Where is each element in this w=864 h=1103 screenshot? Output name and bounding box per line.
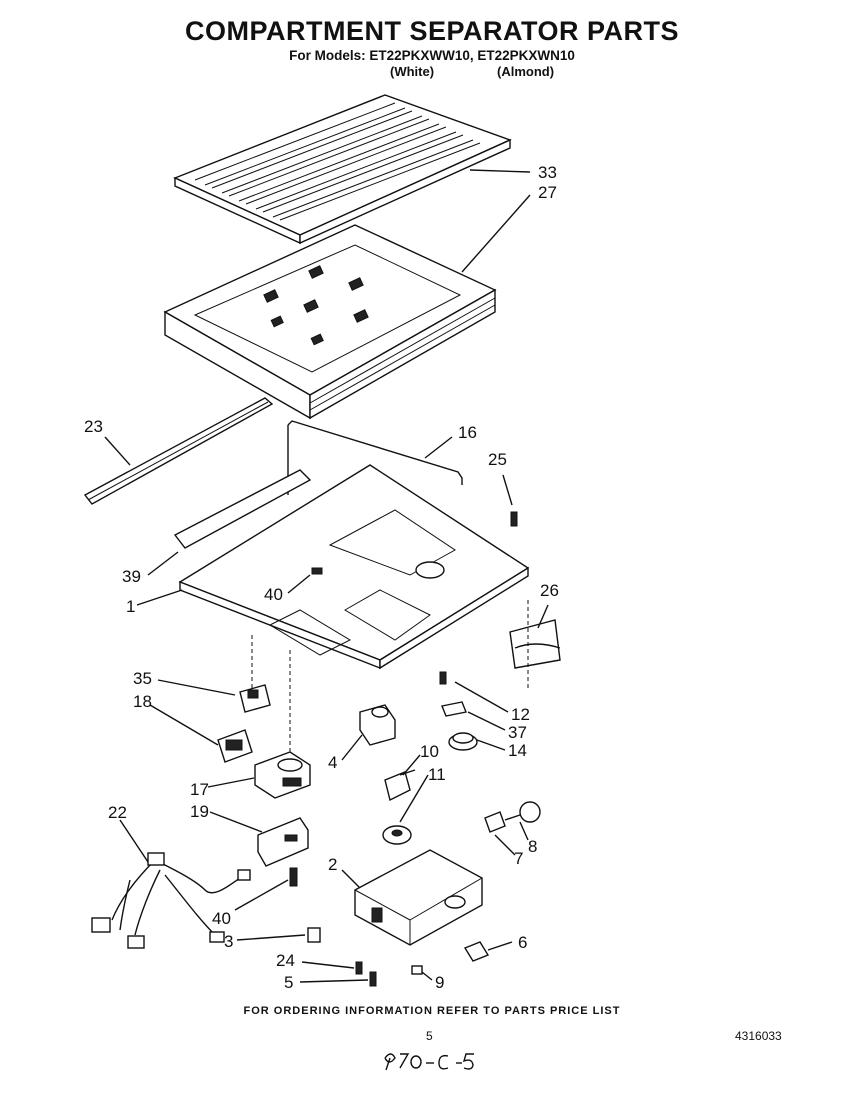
callout-27: 27 — [538, 183, 557, 202]
part-1-separator-base — [173, 464, 530, 670]
part-19-mounting-bracket — [257, 817, 309, 867]
callout-1: 1 — [126, 597, 135, 616]
callout-37: 37 — [508, 723, 527, 742]
callout-33: 33 — [538, 163, 557, 182]
part-8-light-bulb — [504, 801, 541, 823]
callout-25: 25 — [488, 450, 507, 469]
handwritten-note-870-c-5 — [384, 1053, 474, 1071]
part-40-screw-lower — [289, 867, 298, 887]
part-18-bezel — [217, 729, 253, 763]
part-23-trim-strip — [83, 397, 274, 505]
callout-3: 3 — [224, 932, 233, 951]
callout-35: 35 — [133, 669, 152, 688]
part-35-switch — [239, 684, 271, 713]
part-26-bracket — [509, 619, 561, 669]
part-7-lamp-socket — [484, 811, 506, 833]
part-22-wiring-harness — [91, 852, 251, 949]
part-12-screw — [439, 671, 447, 685]
part-5-screw — [369, 971, 377, 987]
callout-7: 7 — [514, 849, 523, 868]
callout-22: 22 — [108, 803, 127, 822]
callout-2: 2 — [328, 855, 337, 874]
callout-11: 11 — [428, 765, 446, 784]
color-almond-label: (Almond) — [497, 64, 555, 79]
callout-6: 6 — [518, 933, 527, 952]
part-9-grommet — [411, 965, 423, 975]
part-14-damper-knob — [448, 732, 478, 751]
callout-12: 12 — [511, 705, 530, 724]
callout-16: 16 — [458, 423, 477, 442]
part-6-connector — [463, 941, 490, 962]
callout-17: 17 — [190, 780, 209, 799]
callout-5: 5 — [284, 973, 293, 992]
callout-39: 39 — [122, 567, 141, 586]
callout-40-upper: 40 — [264, 585, 283, 604]
part-3-connector — [307, 927, 321, 943]
part-25-screw — [510, 511, 518, 527]
callout-18: 18 — [133, 692, 152, 711]
callout-8: 8 — [528, 837, 537, 856]
leader-lines — [104, 169, 549, 983]
callout-4: 4 — [328, 753, 337, 772]
page-title: COMPARTMENT SEPARATOR PARTS — [184, 16, 679, 46]
part-2-control-housing-base — [354, 849, 483, 946]
part-27-separator-frame — [163, 224, 497, 420]
callout-26: 26 — [540, 581, 559, 600]
ordering-info-text: FOR ORDERING INFORMATION REFER TO PARTS … — [243, 1005, 621, 1017]
part-40-screw-upper — [311, 567, 323, 575]
part-37-clip — [441, 701, 467, 717]
part-24-screw — [355, 961, 363, 975]
callout-24: 24 — [276, 951, 295, 970]
color-white-label: (White) — [390, 64, 435, 79]
callout-40-lower: 40 — [212, 909, 231, 928]
callout-14: 14 — [508, 741, 527, 760]
callout-19: 19 — [190, 802, 209, 821]
models-line: For Models: ET22PKXWW10, ET22PKXWN10 — [289, 48, 575, 63]
part-33-shelf-grille — [173, 94, 512, 245]
part-4-light-socket — [359, 704, 396, 746]
part-11-grommet — [382, 825, 412, 845]
callout-23: 23 — [84, 417, 103, 436]
callout-10: 10 — [420, 742, 439, 761]
document-number: 4316033 — [735, 1029, 782, 1043]
callout-9: 9 — [435, 973, 444, 992]
page-number: 5 — [426, 1029, 433, 1043]
part-17-control-housing — [254, 751, 311, 799]
part-10-sensor — [384, 769, 416, 802]
